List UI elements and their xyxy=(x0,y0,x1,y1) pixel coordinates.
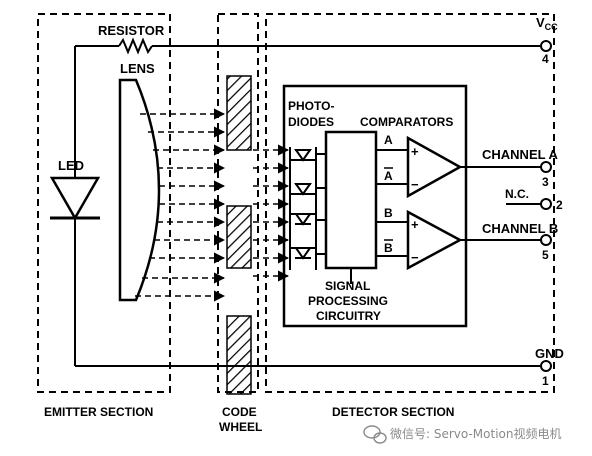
pin-vcc xyxy=(540,40,552,52)
signal-b-bar-label: B xyxy=(384,241,393,255)
emitter-section-boundary xyxy=(37,13,171,393)
pin-nc xyxy=(540,198,552,210)
comparator-a-plus: + xyxy=(411,144,419,159)
signal-label-line1: SIGNAL xyxy=(325,279,370,293)
pin-number-gnd: 1 xyxy=(542,374,549,388)
signal-processing-box xyxy=(324,130,378,270)
lens-symbol xyxy=(118,78,161,302)
output-pins xyxy=(540,40,552,372)
comparator-b xyxy=(406,209,463,271)
led-label: LED xyxy=(58,158,84,173)
code-wheel xyxy=(226,75,252,395)
led-symbol xyxy=(49,176,101,221)
gnd-label: GND xyxy=(535,346,564,361)
wechat-icon xyxy=(363,425,387,444)
nc-label: N.C. xyxy=(505,187,529,201)
signal-lines xyxy=(376,149,408,257)
code-wheel-label-line2: WHEEL xyxy=(219,420,262,434)
signal-a-label: A xyxy=(384,133,393,147)
lens-label: LENS xyxy=(120,61,155,76)
resistor-label: RESISTOR xyxy=(98,23,165,38)
light-rays-detector xyxy=(253,144,290,282)
light-rays-emitter xyxy=(135,108,226,302)
comparator-a-minus: − xyxy=(411,177,419,192)
photodiode-outputs xyxy=(316,153,326,255)
code-wheel-label-line1: CODE xyxy=(222,405,257,419)
resistor-symbol xyxy=(75,37,546,55)
pin-gnd xyxy=(540,360,552,372)
emitter-section-label: EMITTER SECTION xyxy=(44,405,153,419)
detector-ic-box xyxy=(282,84,468,328)
pin-number-nc: 2 xyxy=(556,198,563,212)
pin-number-vcc: 4 xyxy=(542,52,549,66)
signal-label-line2: PROCESSING xyxy=(308,294,388,308)
channel-a-label: CHANNEL A xyxy=(482,147,558,162)
pin-number-channel-b: 5 xyxy=(542,248,549,262)
signal-b-label: B xyxy=(384,206,393,220)
signal-a-bar-label: A xyxy=(384,169,393,183)
pin-channel-b xyxy=(540,234,552,246)
pin-channel-a xyxy=(540,161,552,173)
photodiode-array xyxy=(289,147,317,270)
detector-section-boundary xyxy=(265,13,555,393)
vcc-label: VCC xyxy=(536,15,558,32)
photodiodes-label-line2: DIODES xyxy=(288,115,334,129)
watermark-text: 微信号: Servo-Motion视频电机 xyxy=(390,426,561,441)
comparators-label: COMPARATORS xyxy=(360,115,453,129)
photodiodes-label-line1: PHOTO- xyxy=(288,99,334,113)
signal-label-line3: CIRCUITRY xyxy=(316,309,381,323)
comparator-b-minus: − xyxy=(411,250,419,265)
comparator-a xyxy=(406,135,463,199)
channel-b-label: CHANNEL B xyxy=(482,221,558,236)
comparator-b-plus: + xyxy=(411,217,419,232)
pin-number-channel-a: 3 xyxy=(542,175,549,189)
detector-section-label: DETECTOR SECTION xyxy=(332,405,454,419)
